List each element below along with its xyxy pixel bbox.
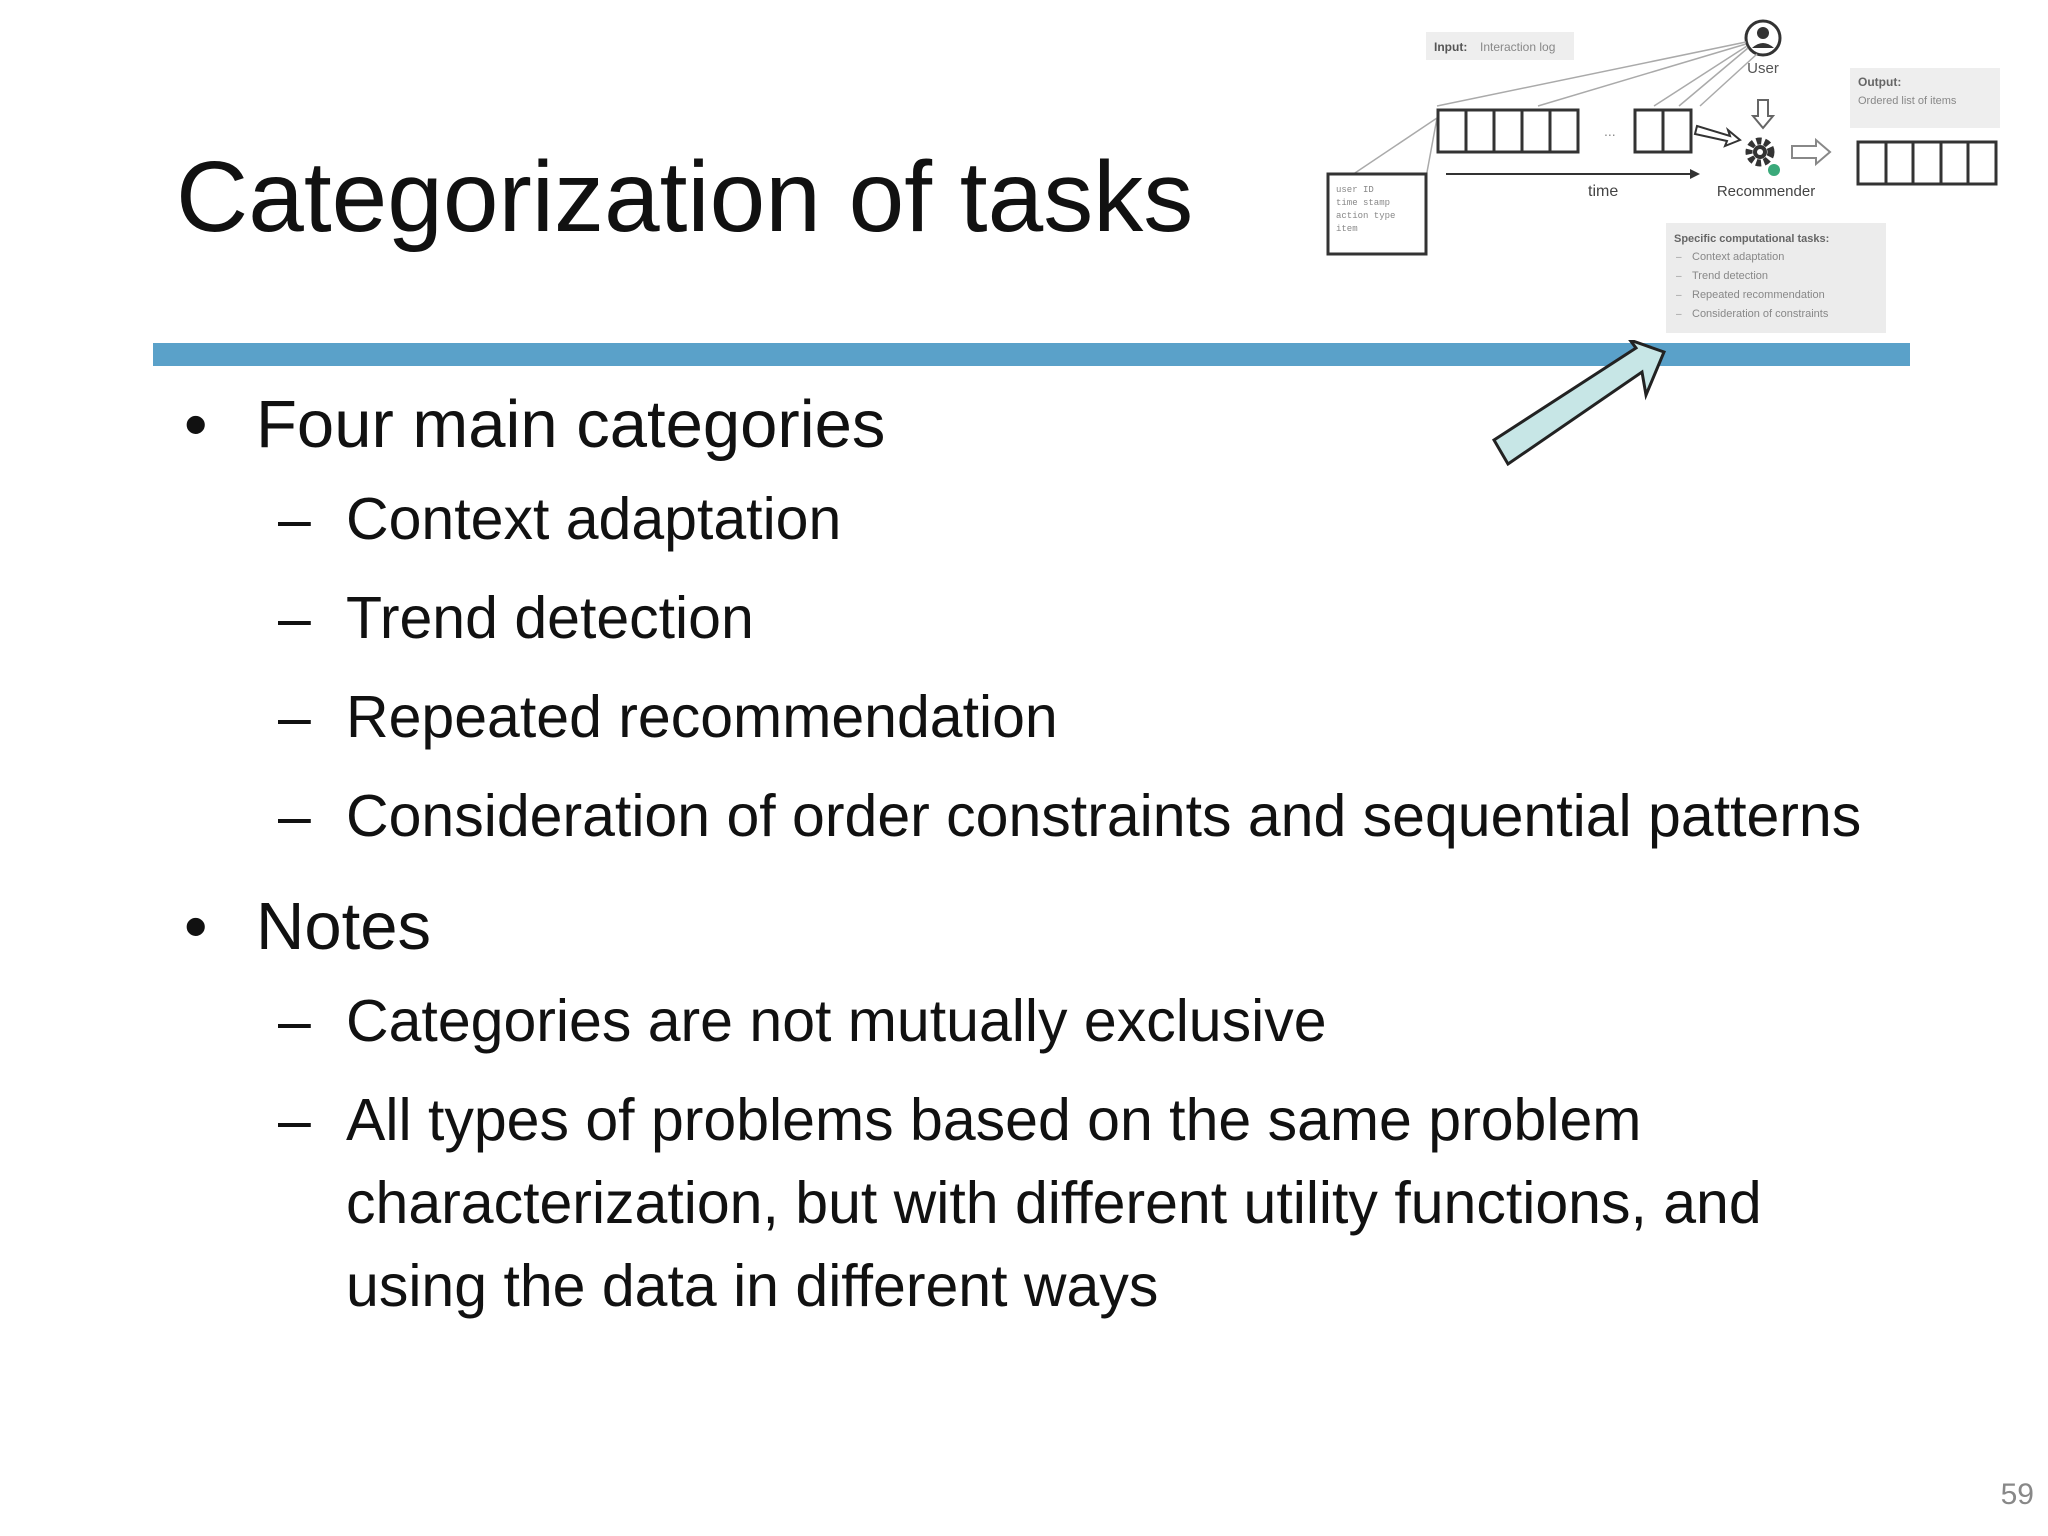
bullet-marker: • — [184, 387, 208, 462]
dash-marker: – — [278, 585, 311, 651]
dash-marker: – — [278, 783, 311, 849]
gear-icon — [1745, 137, 1780, 176]
bullet-four-main-categories: • Four main categories — [176, 384, 1876, 466]
task-diagram: Input: Interaction log User Output: Orde… — [1326, 19, 2000, 333]
log-field-item: item — [1336, 224, 1358, 234]
input-label: Input: — [1434, 40, 1467, 54]
tasks-box — [1666, 223, 1886, 333]
sub-item-trend-detection: – Trend detection — [176, 577, 1876, 660]
sub-item-repeated-recommendation: – Repeated recommendation — [176, 676, 1876, 759]
sub-list-categories: – Context adaptation – Trend detection –… — [176, 478, 1876, 858]
task-context-adaptation: Context adaptation — [1692, 251, 1784, 263]
dash-marker: – — [278, 1087, 311, 1153]
input-value: Interaction log — [1480, 40, 1555, 54]
bullet-notes: • Notes — [176, 886, 1876, 968]
log-ellipsis: ... — [1604, 123, 1616, 139]
sub-item-text: Repeated recommendation — [346, 684, 1058, 750]
output-list-cells — [1856, 140, 1998, 186]
slide-body: • Four main categories – Context adaptat… — [176, 384, 1876, 1344]
log-field-time-stamp: time stamp — [1336, 198, 1390, 208]
page-number: 59 — [2000, 1478, 2034, 1511]
bullet-text: Notes — [256, 889, 432, 964]
tasks-dash-1: – — [1676, 252, 1682, 263]
user-label: User — [1747, 60, 1779, 77]
task-consideration-of-constraints: Consideration of constraints — [1692, 308, 1829, 320]
output-label: Output: — [1858, 75, 1901, 89]
time-axis-arrowhead — [1690, 169, 1700, 179]
sub-list-notes: – Categories are not mutually exclusive … — [176, 980, 1876, 1328]
tasks-dash-3: – — [1676, 290, 1682, 301]
tasks-dash-4: – — [1676, 309, 1682, 320]
log-to-recommender-arrow — [1693, 124, 1742, 148]
bullet-text: Four main categories — [256, 387, 886, 462]
sub-item-text: Trend detection — [346, 585, 754, 651]
bullet-marker: • — [184, 889, 208, 964]
recommender-label: Recommender — [1717, 183, 1815, 200]
tasks-heading: Specific computational tasks: — [1674, 233, 1829, 245]
sub-item-text: Context adaptation — [346, 486, 842, 552]
title-divider-bar — [153, 343, 1910, 366]
sub-item-order-constraints: – Consideration of order constraints and… — [176, 775, 1876, 858]
task-repeated-recommendation: Repeated recommendation — [1692, 289, 1825, 301]
pointer-arrow-icon — [1491, 340, 1666, 467]
sub-item-all-types-of-problems: – All types of problems based on the sam… — [176, 1079, 1876, 1328]
output-label-box — [1850, 68, 2000, 128]
output-value: Ordered list of items — [1858, 95, 1957, 107]
sub-item-text: All types of problems based on the same … — [346, 1087, 1762, 1319]
sub-item-not-mutually-exclusive: – Categories are not mutually exclusive — [176, 980, 1876, 1063]
output-arrow — [1791, 137, 1832, 167]
user-log-links — [1339, 41, 1758, 184]
dash-marker: – — [278, 988, 311, 1054]
tasks-dash-2: – — [1676, 271, 1682, 282]
input-label-box — [1426, 32, 1574, 60]
task-trend-detection: Trend detection — [1692, 270, 1768, 282]
user-icon — [1744, 19, 1782, 57]
dash-marker: – — [278, 486, 311, 552]
sub-item-text: Consideration of order constraints and s… — [346, 783, 1862, 849]
dash-marker: – — [278, 684, 311, 750]
sub-item-context-adaptation: – Context adaptation — [176, 478, 1876, 561]
log-record-box — [1326, 172, 1428, 256]
log-field-action-type: action type — [1336, 211, 1395, 221]
interaction-log-cells — [1436, 108, 1693, 154]
time-label: time — [1588, 183, 1618, 200]
log-field-user-id: user ID — [1336, 185, 1374, 195]
user-down-arrow — [1750, 99, 1776, 130]
slide-title: Categorization of tasks — [176, 141, 1194, 253]
sub-item-text: Categories are not mutually exclusive — [346, 988, 1327, 1054]
